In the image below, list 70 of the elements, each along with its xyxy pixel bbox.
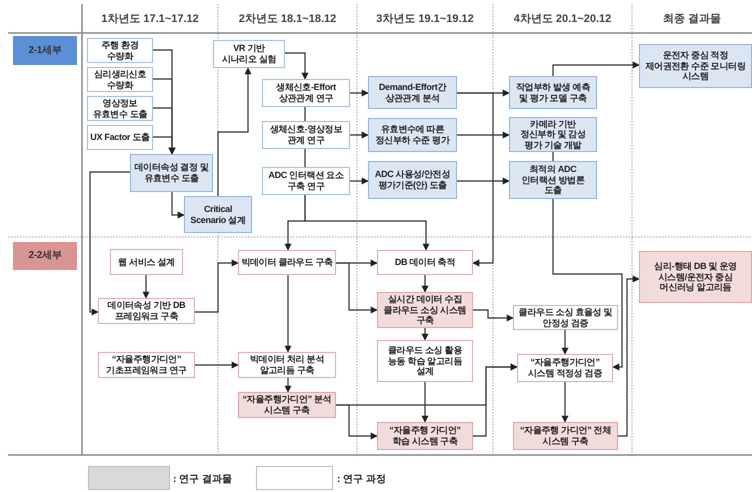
arrow: [142, 275, 150, 299]
arrow: [618, 276, 640, 437]
arrow: [336, 262, 378, 314]
arrow: [552, 199, 623, 370]
arrow: [422, 328, 428, 341]
task-box: ADC 인터랙션 요소 구축 연구: [262, 167, 350, 195]
task-box: UX Factor 도출: [87, 125, 153, 150]
arrow: [473, 364, 518, 437]
task-box: 웹 서비스 설계: [110, 249, 183, 275]
connector-line: [304, 107, 306, 121]
column-header: 1차년도 17.1~17.12: [101, 13, 199, 25]
task-box: “자율주행가디언” 기초프레임워크 연구: [98, 352, 195, 378]
column-header: 최종 결과물: [662, 13, 722, 25]
arrow: [473, 309, 514, 322]
column-header: 4차년도 20.1~20.12: [514, 13, 612, 25]
task-box: 클라우드 소싱 효율성 및 안정성 검증: [513, 305, 618, 330]
arrow: [562, 382, 568, 423]
task-box: 영상정보 유효변수 도출: [87, 96, 153, 121]
result-box: “자율주행가디언” 분석 시스템 구축: [238, 392, 336, 418]
result-box: 데이터속성 결정 및 유효변수 도출: [130, 154, 213, 192]
arrow: [422, 382, 428, 423]
arrow: [171, 192, 185, 218]
result-box: ADC 사용성/안전성 평가기준(안) 도출: [368, 161, 457, 199]
task-box: VR 기반 시나리오 실험: [213, 40, 285, 68]
arrow: [350, 90, 369, 96]
result-box: 카메라 기반 정신부하 및 감성 평가 기술 개발: [509, 117, 597, 152]
arrow: [457, 178, 510, 184]
arrow: [562, 330, 568, 355]
section-label: 2-2세부: [13, 242, 77, 270]
column-header: 3차년도 19.1~19.12: [376, 13, 474, 25]
task-box: 심리생리신호 수량화: [87, 67, 153, 92]
result-box: “자율주행 가디언” 학습 시스템 구축: [377, 422, 473, 450]
arrow: [457, 92, 494, 266]
result-box: “자율주행 가디언” 전체 시스템 구축: [513, 422, 618, 450]
result-box: 실시간 데이터 수집 클라우드 소싱 시스템 구축: [377, 292, 473, 328]
arrow: [195, 260, 239, 313]
task-box: “자율주행가디언” 시스템 적정성 검증: [517, 354, 613, 382]
task-box: 생체신호-영상정보 관계 연구: [262, 121, 350, 149]
result-box: 심리-행태 DB 및 운영 시스템/운전자 중심 머신러닝 알고리듬: [639, 251, 752, 303]
task-box: 클라우드 소싱 활용 능동 학습 알고리듬 설계: [377, 340, 473, 382]
legend-label: : 연구 결과물: [173, 473, 232, 486]
section-label: 2-1세부: [13, 36, 77, 65]
arrow: [284, 378, 292, 393]
result-box: Demand-Effort간 상관관계 분석: [368, 76, 457, 109]
arrow: [457, 132, 510, 138]
arrow: [284, 275, 292, 353]
task-box: 생체신호-Effort 상관관계 연구: [262, 79, 350, 107]
result-box: 최적의 ADC 인터랙션 방법론 도출: [509, 161, 597, 199]
arrow: [304, 195, 430, 251]
task-box: 주행 환경 수량화: [87, 38, 153, 63]
task-box: DB 데이터 축적: [377, 250, 473, 275]
task-box: 빅데이터 처리 분석 알고리듬 구축: [238, 352, 336, 378]
legend-label: : 연구 과정: [337, 473, 386, 486]
arrow: [217, 67, 252, 196]
arrow: [153, 136, 176, 155]
arrow: [552, 62, 640, 76]
result-box: 운전자 중심 적정 제어권전환 수준 모니터링 시스템: [639, 44, 752, 88]
result-box: 유효변수에 따른 정신부하 수준 평가: [368, 118, 457, 152]
arrow: [422, 275, 428, 293]
connector-line: [304, 149, 306, 167]
arrow: [350, 178, 369, 184]
task-box: 빅데이터 클라우드 구축: [238, 250, 336, 275]
result-box: 작업부하 발생 예측 및 평가 모델 구축: [509, 76, 597, 109]
task-box: 데이터속성 기반 DB 프레임워크 구축: [98, 298, 195, 324]
arrow: [89, 171, 130, 316]
column-header: 2차년도 18.1~18.12: [238, 13, 336, 25]
arrow: [195, 362, 239, 368]
arrow: [285, 52, 308, 80]
result-box: Critical Scenario 설계: [184, 196, 252, 233]
arrow: [350, 132, 369, 138]
